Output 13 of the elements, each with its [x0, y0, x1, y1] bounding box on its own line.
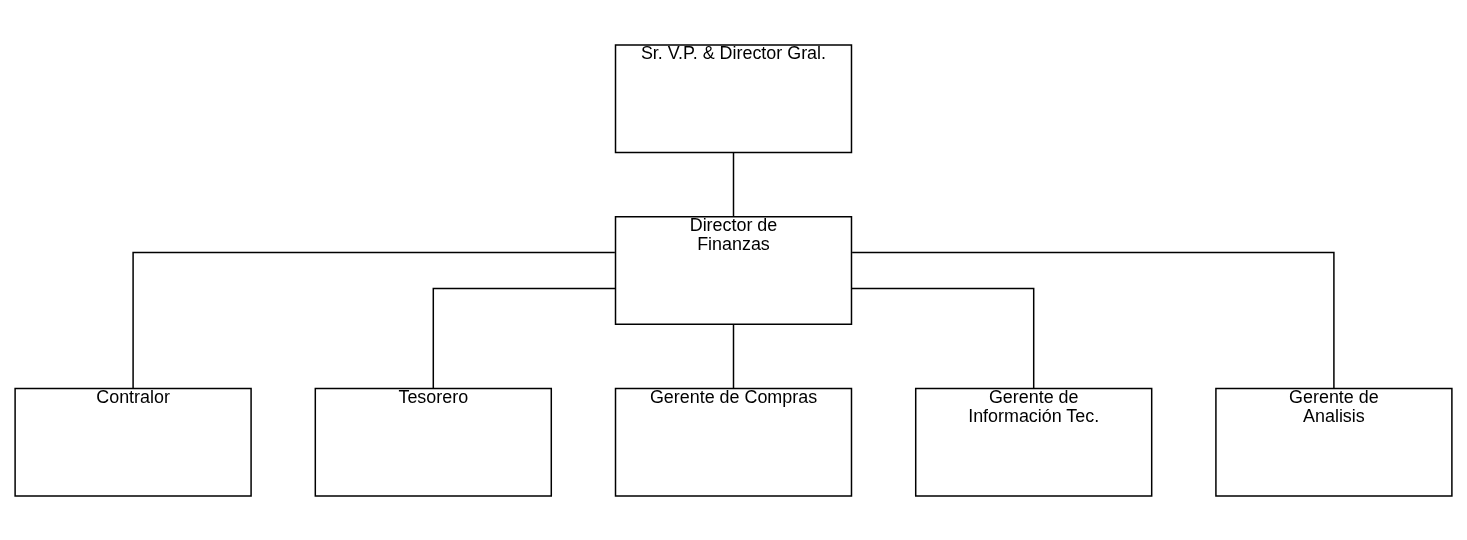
connector — [851, 251, 1335, 389]
node-box: Director de Finanzas — [614, 215, 853, 325]
node-box: Tesorero — [314, 387, 553, 497]
connector — [732, 323, 735, 389]
connector — [732, 151, 735, 217]
connector — [432, 287, 617, 389]
node-box: Gerente de Analisis — [1215, 387, 1453, 497]
node-box: Gerente de Información Tec. — [914, 387, 1153, 497]
connector — [132, 251, 616, 389]
connector — [850, 287, 1035, 389]
node-box: Gerente de Compras — [614, 387, 853, 497]
node-box: Sr. V.P. & Director Gral. — [614, 43, 853, 153]
node-box: Contralor — [14, 387, 252, 497]
